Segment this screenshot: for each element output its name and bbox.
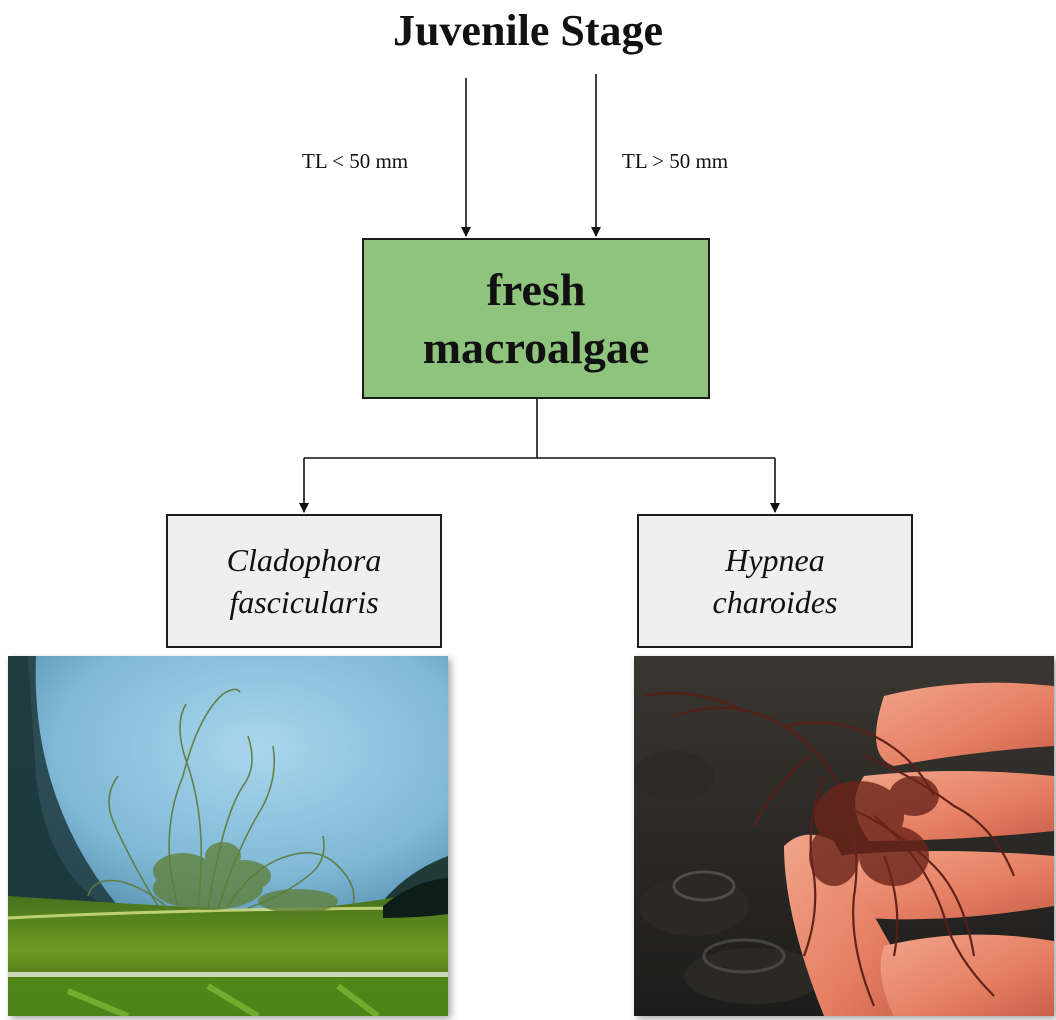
- node-cladophora-fascicularis: Cladophora fascicularis: [166, 514, 442, 648]
- node-center-line1: fresh: [487, 261, 586, 319]
- node-hypnea-charoides: Hypnea charoides: [637, 514, 913, 648]
- node-center-line2: macroalgae: [423, 319, 650, 377]
- node-right-line1: Hypnea: [725, 539, 825, 581]
- node-left-line2: fascicularis: [229, 581, 378, 623]
- edge-label-right: TL > 50 mm: [622, 149, 728, 173]
- edge-label-left: TL < 50 mm: [302, 149, 408, 173]
- node-left-line1: Cladophora: [227, 539, 382, 581]
- node-right-line2: charoides: [712, 581, 837, 623]
- green-algae-underwater-photo: [8, 656, 448, 1016]
- node-fresh-macroalgae: fresh macroalgae: [362, 238, 710, 399]
- red-algae-in-hand-photo: [634, 656, 1054, 1016]
